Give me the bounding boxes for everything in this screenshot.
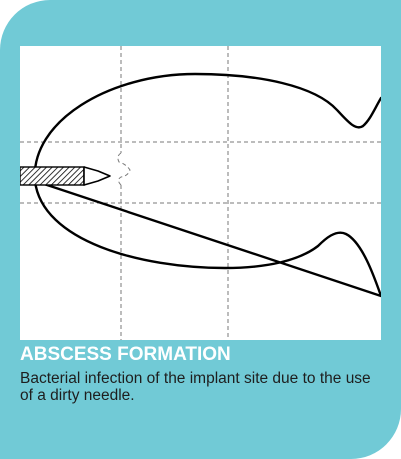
illustration-panel — [20, 46, 381, 340]
caption-title: ABSCESS FORMATION — [20, 344, 381, 366]
abscess-notch — [118, 153, 130, 185]
needle-icon — [20, 167, 110, 185]
caption: ABSCESS FORMATION Bacterial infection of… — [20, 344, 381, 404]
caption-description: Bacterial infection of the implant site … — [20, 370, 381, 404]
abscess-diagram — [20, 46, 381, 340]
